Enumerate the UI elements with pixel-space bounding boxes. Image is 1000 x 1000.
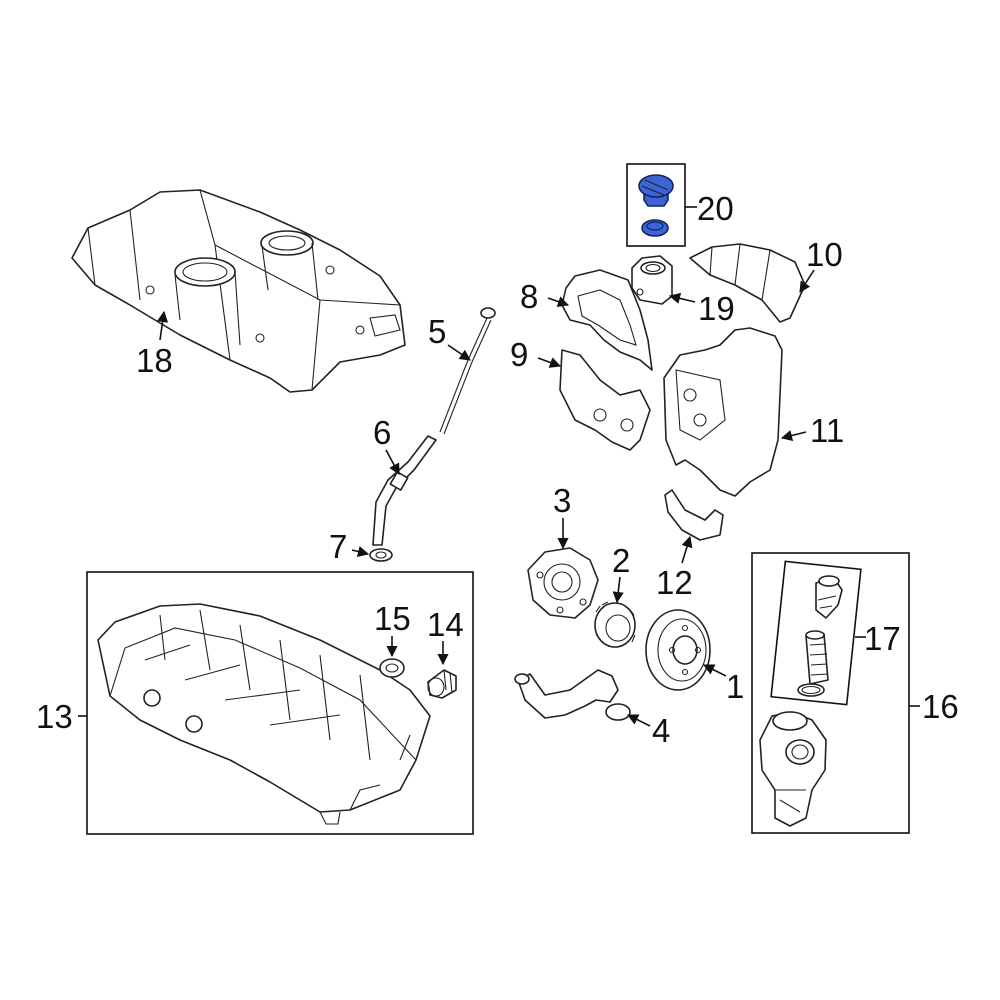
leader-10 — [799, 269, 815, 293]
thermostat-housing-part[interactable] — [631, 255, 673, 305]
leader-7 — [351, 546, 370, 557]
upper-rear-cover-part[interactable] — [689, 243, 806, 323]
timing-belt-cover-part[interactable] — [663, 327, 783, 497]
lower-timing-cover-part[interactable] — [664, 489, 724, 541]
leader-1 — [702, 664, 727, 677]
filter-element-part[interactable] — [805, 630, 829, 685]
callout-19: 19 — [698, 290, 735, 327]
callout-10: 10 — [806, 236, 843, 273]
upper-timing-cover-part[interactable] — [561, 269, 653, 371]
drain-washer-part[interactable] — [379, 658, 405, 678]
oil-filler-cap-part[interactable] — [638, 174, 674, 207]
leader-19 — [668, 292, 696, 304]
callout-13: 13 — [36, 698, 73, 735]
callout-7: 7 — [329, 528, 347, 565]
callout-8: 8 — [520, 278, 538, 315]
callout-14: 14 — [427, 606, 464, 643]
crankshaft-pulley-part[interactable] — [645, 609, 711, 691]
dipstick-tube-part[interactable] — [372, 435, 437, 546]
callout-12: 12 — [656, 564, 693, 601]
callout-6: 6 — [373, 414, 391, 451]
callout-1: 1 — [726, 668, 744, 705]
filler-cap-box — [626, 163, 686, 247]
inner-timing-cover-part[interactable] — [559, 349, 651, 451]
filler-cap-seal-part[interactable] — [641, 219, 669, 237]
callout-5: 5 — [428, 313, 446, 350]
valve-cover-part[interactable] — [71, 189, 406, 393]
leader-12 — [681, 535, 693, 564]
o-ring-part[interactable] — [369, 548, 393, 562]
oil-pickup-tube-part[interactable] — [514, 669, 631, 721]
leader-4 — [626, 714, 651, 727]
leader-2 — [612, 576, 624, 604]
callout-11: 11 — [810, 412, 844, 449]
oil-filter-group-box — [751, 552, 910, 834]
callout-2: 2 — [612, 542, 630, 579]
drain-plug-part[interactable] — [427, 669, 457, 699]
leader-8 — [547, 296, 570, 307]
callout-17: 17 — [864, 620, 901, 657]
callout-9: 9 — [510, 336, 528, 373]
pump-gear-part[interactable] — [594, 601, 636, 648]
callout-15: 15 — [374, 600, 411, 637]
callout-4: 4 — [652, 712, 670, 749]
callout-16: 16 — [922, 688, 959, 725]
oil-pan-part[interactable] — [97, 603, 431, 825]
leader-9 — [537, 357, 562, 368]
callout-20: 20 — [697, 190, 734, 227]
leader-11 — [780, 430, 807, 441]
callout-3: 3 — [553, 482, 571, 519]
dipstick-part[interactable] — [439, 307, 496, 435]
filter-housing-part[interactable] — [759, 711, 827, 827]
filter-cap-part[interactable] — [815, 575, 843, 619]
filter-o-ring-part[interactable] — [797, 683, 825, 697]
oil-pan-group-box — [86, 571, 474, 835]
leader-18 — [157, 310, 169, 341]
callout-18: 18 — [136, 342, 173, 379]
filter-element-box — [770, 560, 862, 706]
leader-6 — [385, 449, 400, 475]
leader-5 — [447, 344, 471, 361]
oil-pump-part[interactable] — [527, 547, 599, 619]
